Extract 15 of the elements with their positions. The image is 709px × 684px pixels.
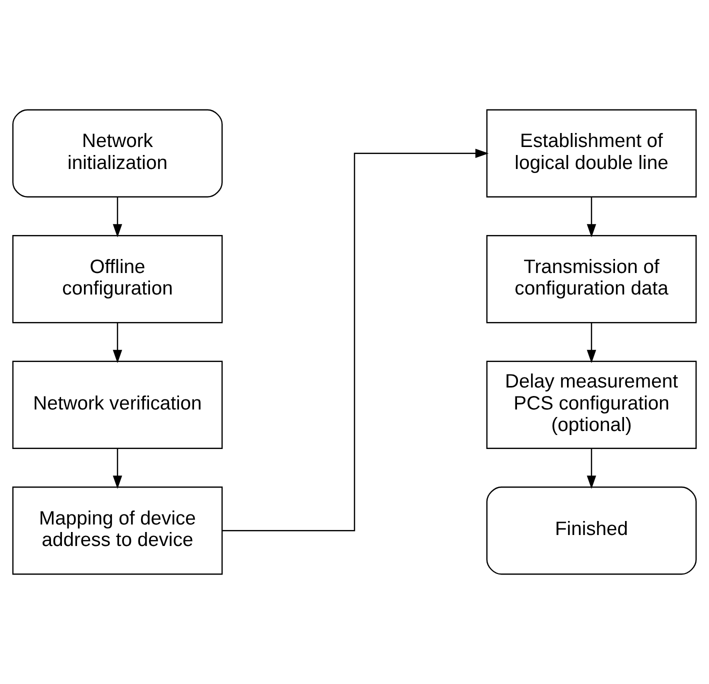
arrow [586,322,596,364]
node-box: Delay measurement PCS configuration (optional) [486,360,697,450]
node-box: Transmission of configuration data [486,234,697,324]
node-box: Network verification [12,360,223,450]
node-box: Offline configuration [12,234,223,324]
node-box: Establishment of logical double line [486,109,697,198]
node-box: Network initialization [12,109,223,198]
arrow [222,148,489,532]
node-box: Mapping of device address to device [12,486,223,575]
arrow [112,322,122,364]
arrow [586,448,596,489]
node-box: Finished [486,486,697,575]
arrow [586,197,596,238]
arrow [112,197,122,238]
arrow [112,448,122,489]
